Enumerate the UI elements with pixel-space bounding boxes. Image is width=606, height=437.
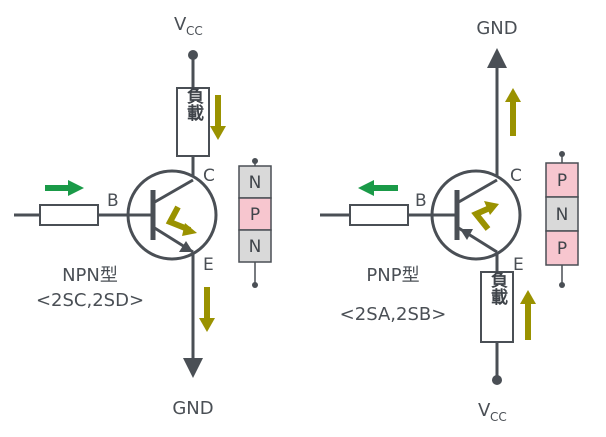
- npn-gnd-arrowhead: [183, 358, 203, 378]
- npn-part-label: <2SC,2SD>: [36, 290, 144, 311]
- npn-layer-text-3: N: [249, 237, 262, 257]
- npn-base-resistor: [39, 204, 99, 226]
- pnp-layer-p-bottom: [545, 230, 579, 266]
- pnp-vcc-node: [492, 375, 502, 385]
- npn-type-label: NPN型: [62, 265, 118, 286]
- pnp-layer-text-2: N: [556, 205, 569, 225]
- npn-collector-pin-label: C: [203, 166, 215, 186]
- npn-base-current-arrow: [45, 180, 84, 196]
- pnp-gnd-arrowhead: [487, 48, 507, 68]
- pnp-emitter-arrowhead: [460, 229, 473, 240]
- pnp-type-label: PNP型: [366, 265, 419, 286]
- npn-vcc-label: V: [174, 14, 187, 35]
- pnp-base-resistor: [349, 204, 409, 226]
- pnp-emitter-pin-label: E: [513, 255, 524, 275]
- npn-vcc-subscript: CC: [186, 24, 203, 38]
- npn-internal-current-arrow: [165, 205, 197, 236]
- pnp-layer-stack: P N P: [545, 151, 579, 288]
- pnp-layer-text-1: P: [557, 171, 567, 191]
- pnp-vcc-label: V: [478, 400, 491, 421]
- pnp-gnd-label: GND: [476, 18, 517, 39]
- pnp-part-label: <2SA,2SB>: [340, 304, 447, 325]
- npn-emitter-arrowhead: [179, 241, 193, 252]
- pnp-vcc-subscript: CC: [490, 410, 507, 424]
- pnp-collector-pin-label: C: [510, 166, 522, 186]
- pnp-collector-current-arrow: [505, 88, 521, 136]
- npn-load-label: 負載: [183, 87, 204, 122]
- npn-layer-text-1: N: [249, 173, 262, 193]
- npn-load-current-arrow: [210, 95, 226, 140]
- npn-layer-n-bottom: [238, 229, 272, 263]
- pnp-internal-current-arrow: [471, 201, 499, 231]
- pnp-collector-leg: [456, 178, 498, 205]
- npn-emitter-current-arrow: [199, 287, 215, 332]
- pnp-circuit: GND B C E 負載: [320, 18, 579, 424]
- pnp-layer-text-3: P: [557, 239, 567, 259]
- npn-collector-leg: [152, 178, 194, 205]
- pnp-load-label: 負載: [487, 271, 508, 306]
- npn-circuit: V CC 負載: [14, 14, 272, 419]
- npn-emitter-pin-label: E: [203, 255, 214, 275]
- pnp-base-current-arrow: [358, 180, 398, 196]
- pnp-base-pin-label: B: [415, 191, 427, 211]
- npn-layer-text-2: P: [250, 205, 260, 225]
- npn-gnd-label: GND: [172, 398, 213, 419]
- npn-base-pin-label: B: [107, 191, 119, 211]
- npn-layer-stack: N P N: [238, 158, 272, 288]
- npn-layer-p: [238, 197, 272, 231]
- pnp-emitter-current-arrow: [520, 290, 536, 340]
